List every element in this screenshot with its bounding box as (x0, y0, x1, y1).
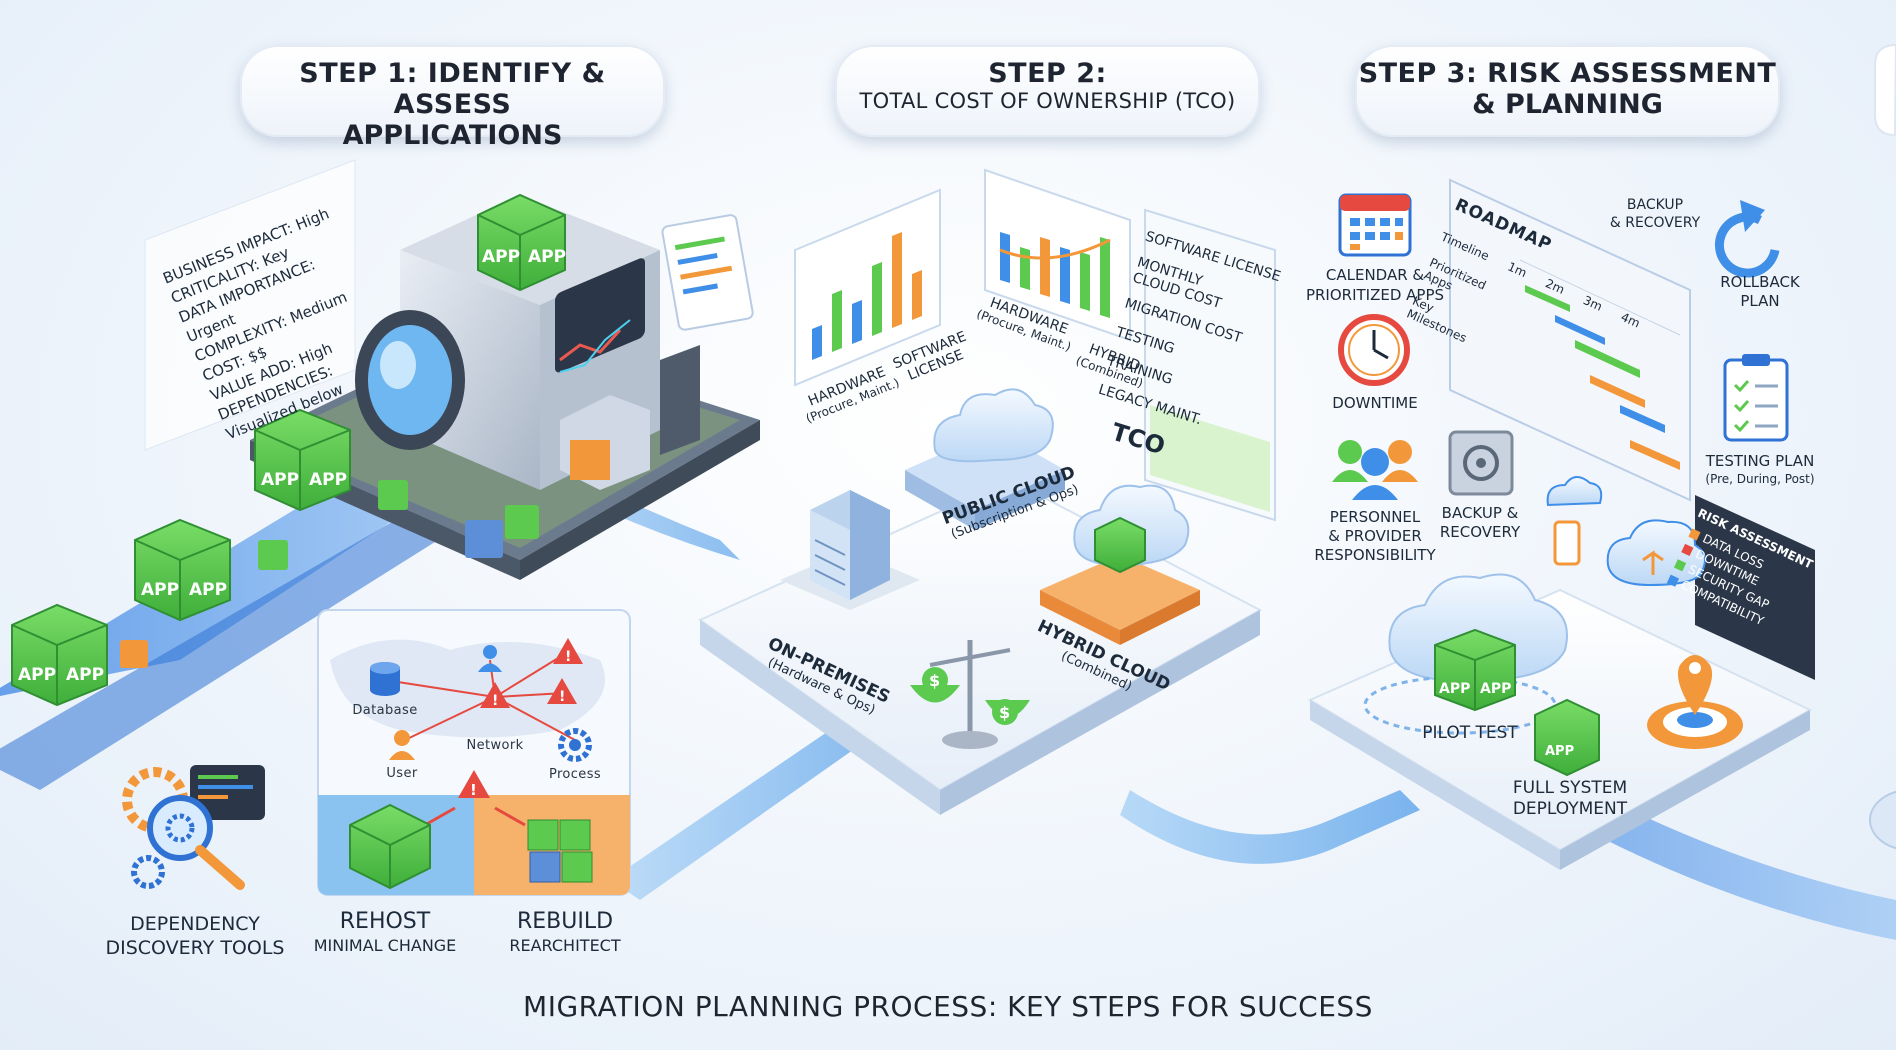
balance-scale-icon: $ $ (910, 640, 1030, 749)
database-icon (370, 662, 400, 696)
step1-title-line1: STEP 1: IDENTIFY & ASSESS (299, 58, 606, 120)
assessment-card (144, 159, 356, 451)
hybrid-cloud-icon (1040, 484, 1200, 645)
calendar-label: CALENDAR & PRIORITIZED APPS (1305, 266, 1445, 304)
step2-header: STEP 2: TOTAL COST OF OWNERSHIP (TCO) (835, 45, 1260, 137)
phone-icon (1553, 520, 1581, 566)
dependency-tools-label: DEPENDENCY DISCOVERY TOOLS (105, 913, 285, 959)
code-window (661, 214, 754, 331)
backup-label-top: BACKUP & RECOVERY (1609, 197, 1701, 231)
app-cube: APP APP (254, 408, 351, 512)
checklist-icon (1723, 354, 1789, 442)
warning-icon: ! (553, 638, 583, 665)
dependency-map-panel: ! ! ! ! (317, 609, 631, 896)
next-step-cylinder-partial (1869, 790, 1896, 850)
downtime-label: DOWNTIME (1332, 394, 1418, 412)
app-label: APP (309, 470, 347, 490)
map-label-network: Network (466, 738, 524, 753)
app-cube: APP (1534, 698, 1600, 777)
rehost-cube-icon (349, 803, 431, 890)
scanner-machine (355, 195, 700, 558)
roadmap-panel (1449, 178, 1691, 502)
process-gear-icon (558, 728, 592, 762)
svg-text:!: ! (559, 689, 565, 705)
user-icon (478, 645, 502, 672)
warning-icon: ! (480, 682, 510, 709)
user-icon (389, 730, 415, 760)
app-cube: APP APP (134, 518, 231, 622)
personnel-label: PERSONNEL & PROVIDER RESPONSIBILITY (1314, 508, 1436, 564)
testing-plan-label: TESTING PLAN (Pre, During, Post) (1705, 452, 1815, 486)
clock-icon (1338, 314, 1410, 386)
footer-title: MIGRATION PLANNING PROCESS: KEY STEPS FO… (523, 990, 1373, 1023)
step2-title-line2: TOTAL COST OF OWNERSHIP (TCO) (859, 89, 1236, 113)
map-label-process: Process (548, 767, 602, 782)
app-label: APP (1480, 681, 1511, 697)
cloud-upload-icon (1606, 519, 1706, 587)
rollback-icon (1714, 200, 1780, 278)
dollar-symbol: $ (999, 703, 1010, 722)
step1-title-line2: APPLICATIONS (342, 120, 563, 151)
app-label: APP (1545, 744, 1574, 759)
dependency-discovery-icon (122, 765, 265, 890)
svg-text:!: ! (470, 781, 477, 799)
tco-bar-chart-2 (984, 168, 1131, 342)
full-deployment-label: FULL SYSTEM DEPLOYMENT (1512, 778, 1628, 819)
app-label: APP (1439, 681, 1470, 697)
app-label: APP (141, 580, 179, 600)
svg-text:!: ! (565, 649, 571, 665)
rollback-label: ROLLBACK PLAN (1720, 273, 1800, 310)
green-block (378, 480, 408, 510)
public-cloud-icon (905, 388, 1065, 530)
next-step-header-partial (1874, 43, 1896, 137)
pilot-test-label: PILOT TEST (1422, 723, 1518, 743)
step3-title-line1: STEP 3: RISK ASSESSMENT (1358, 58, 1777, 89)
map-label-database: Database (352, 703, 418, 718)
step3-title-line2: & PLANNING (1472, 89, 1663, 120)
on-premises-server-icon (780, 490, 920, 610)
backup-label-bottom: BACKUP & RECOVERY (1439, 504, 1521, 541)
svg-text:!: ! (492, 693, 498, 709)
target-pin-icon (1647, 655, 1743, 749)
app-cube: APP APP (1434, 628, 1516, 712)
rehost-label: REHOST MINIMAL CHANGE (313, 909, 457, 955)
risk-assessment-panel (1695, 495, 1815, 680)
step2-title-line1: STEP 2: (988, 58, 1107, 89)
tco-bar-chart-1 (794, 188, 941, 387)
safe-icon (1448, 430, 1514, 496)
small-cloud-icon (1546, 476, 1603, 507)
map-label-user: User (386, 766, 418, 781)
warning-icon: ! (547, 678, 577, 705)
step1-header: STEP 1: IDENTIFY & ASSESS APPLICATIONS (240, 45, 665, 151)
app-label: APP (528, 247, 566, 267)
app-label: APP (261, 470, 299, 490)
rebuild-label: REBUILD REARCHITECT (509, 909, 621, 955)
app-cube: APP APP (477, 193, 566, 292)
app-cube: APP APP (11, 603, 108, 707)
step3-header: STEP 3: RISK ASSESSMENT & PLANNING (1355, 45, 1780, 137)
rebuild-blocks-icon (527, 819, 593, 883)
calendar-icon (1338, 193, 1412, 257)
app-label: APP (482, 247, 520, 267)
app-label: APP (66, 665, 104, 685)
app-label: APP (189, 580, 227, 600)
orange-block (120, 640, 148, 668)
dollar-symbol: $ (929, 671, 940, 690)
app-label: APP (18, 665, 56, 685)
personnel-icon (1332, 440, 1418, 500)
tco-list-panel (1144, 208, 1276, 522)
green-block (258, 540, 288, 570)
warning-icon: ! (458, 770, 490, 799)
